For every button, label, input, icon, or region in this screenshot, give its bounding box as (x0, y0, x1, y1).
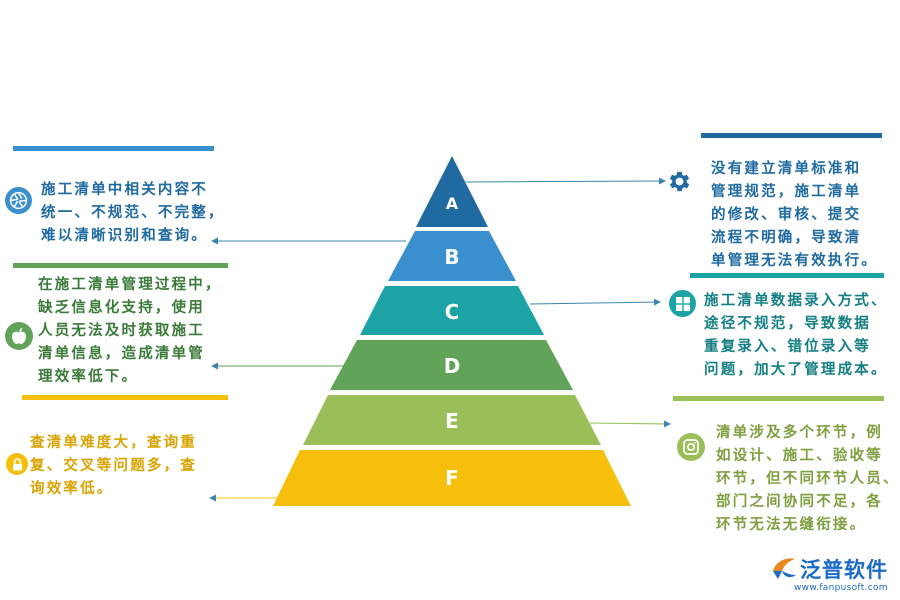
text-line: 难以清晰识别和查询。 (41, 228, 208, 244)
text-line: 如设计、施工、验收等 (716, 448, 883, 464)
text-line: 单管理无法有效执行。 (711, 253, 878, 269)
text-line: 清单信息，造成清单管 (38, 346, 205, 362)
text-line: 环节，但不同环节人员、 (716, 471, 900, 487)
text-line: 施工清单中相关内容不 (41, 182, 208, 198)
brand-logo: 泛普软件 www.fanpusoft.com (768, 553, 896, 597)
brand-name: 泛普软件 (800, 558, 888, 582)
brand-logo-mark (773, 558, 796, 579)
right-panel-3-text: 清单涉及多个环节，例 如设计、施工、验收等 环节，但不同环节人员、 部门之间协同… (716, 422, 900, 537)
right-bar-3 (673, 396, 884, 401)
text-line: 在施工清单管理过程中， (38, 277, 222, 293)
left-panel-2-text: 在施工清单管理过程中， 缺乏信息化支持，使用 人员无法及时获取施工 清单信息，造… (38, 274, 222, 389)
text-line: 缺乏信息化支持，使用 (38, 300, 205, 316)
text-line: 施工清单数据录入方式、 (704, 293, 888, 309)
text-line: 统一、不规范、不完整， (41, 205, 225, 221)
arrow-a-right (465, 177, 666, 185)
left-bar-2 (13, 263, 228, 268)
brand-url: www.fanpusoft.com (794, 583, 888, 593)
pyramid-label-a: A (446, 194, 459, 213)
text-line: 管理规范，施工清单 (711, 184, 862, 200)
left-panel-3-text: 查清单难度大，查询重 复、交叉等问题多，查 询效率低。 (30, 432, 197, 501)
pyramid-level-c (360, 286, 544, 335)
text-line: 问题，加大了管理成本。 (704, 362, 888, 378)
right-panel-2-text: 施工清单数据录入方式、 途径不规范，导致数据 重复录入、错位录入等 问题，加大了… (704, 290, 888, 382)
text-line: 理效率低下。 (38, 369, 139, 385)
text-line: 途径不规范，导致数据 (704, 316, 871, 332)
left-bar-1 (13, 146, 214, 151)
lock-icon (6, 453, 28, 475)
right-panel-1-text: 没有建立清单标准和 管理规范，施工清单 的修改、审核、提交 流程不明确，导致清 … (711, 158, 878, 273)
text-line: 的修改、审核、提交 (711, 207, 862, 223)
text-line: 重复录入、错位录入等 (704, 339, 871, 355)
text-line: 清单涉及多个环节，例 (716, 425, 883, 441)
pyramid-label-f: F (445, 466, 459, 490)
left-panel-1-text: 施工清单中相关内容不 统一、不规范、不完整， 难以清晰识别和查询。 (41, 179, 225, 248)
camera-aperture-icon (5, 187, 32, 214)
right-bar-2 (690, 273, 884, 278)
pyramid-level-b (388, 231, 516, 281)
text-line: 询效率低。 (30, 481, 114, 497)
gear-icon (666, 168, 693, 195)
text-line: 部门之间协同不足，各 (716, 494, 883, 510)
text-line: 人员无法及时获取施工 (38, 323, 205, 339)
pyramid-level-d (330, 340, 573, 390)
windows-icon (669, 290, 696, 317)
pyramid-level-a (416, 156, 488, 227)
pyramid-label-b: B (444, 245, 459, 269)
apple-icon (5, 322, 33, 350)
instagram-icon (677, 433, 705, 461)
left-bar-3 (22, 395, 228, 400)
text-line: 复、交叉等问题多，查 (30, 458, 197, 474)
text-line: 流程不明确，导致清 (711, 230, 862, 246)
text-line: 环节无法无缝衔接。 (716, 517, 867, 533)
text-line: 没有建立清单标准和 (711, 161, 862, 177)
arrow-e-right (589, 420, 671, 428)
pyramid-label-c: C (445, 300, 460, 324)
pyramid-label-e: E (445, 409, 459, 433)
pyramid-label-d: D (444, 354, 461, 378)
arrow-c-right (529, 298, 661, 306)
text-line: 查清单难度大，查询重 (30, 435, 197, 451)
right-bar-1 (701, 133, 882, 138)
pyramid-level-e (303, 395, 601, 445)
pyramid-level-f (273, 450, 631, 506)
